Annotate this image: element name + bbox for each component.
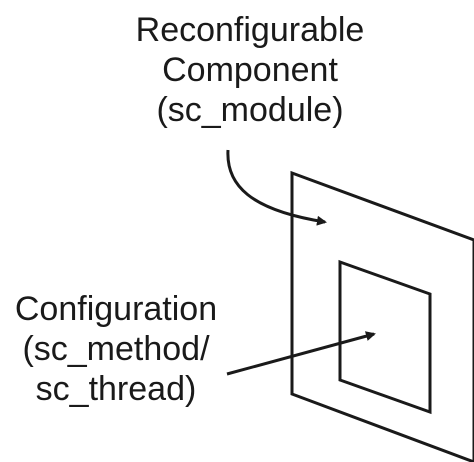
configuration-inner-plane: [338, 259, 432, 415]
configuration-label-line-3: sc_thread): [35, 370, 197, 408]
component-arrow: [226, 149, 327, 226]
configuration-arrow: [226, 331, 376, 376]
configuration-label-line-1: Configuration: [14, 290, 218, 328]
configuration-label: Configuration (sc_method/ sc_thread): [0, 289, 232, 409]
component-label: Reconfigurable Component (sc_module): [100, 10, 400, 130]
component-label-line-3: (sc_module): [156, 91, 344, 129]
configuration-label-line-2: (sc_method/: [22, 330, 210, 368]
component-label-line-1: Reconfigurable: [135, 11, 365, 49]
component-label-line-2: Component: [162, 51, 338, 89]
